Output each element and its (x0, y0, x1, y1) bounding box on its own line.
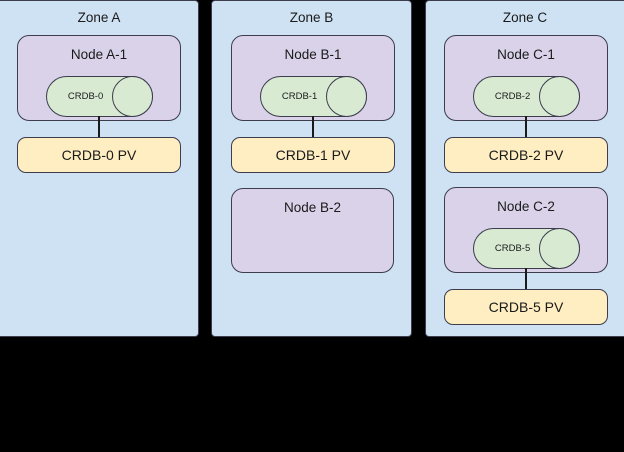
zone-a[interactable]: Zone A Node A-1 CRDB-0 CRDB-0 PV (0, 0, 199, 337)
pod-crdb-2[interactable]: CRDB-2 (473, 76, 580, 117)
pv-crdb-0-label: CRDB-0 PV (61, 146, 137, 163)
connector-node-c-1-to-crdb-2-pv (525, 116, 527, 138)
pv-crdb-1[interactable]: CRDB-1 PV (231, 137, 395, 173)
pv-crdb-5-label: CRDB-5 PV (488, 298, 564, 315)
zone-b-title: Zone B (289, 10, 334, 25)
pod-crdb-5[interactable]: CRDB-5 (473, 228, 580, 269)
pod-crdb-0[interactable]: CRDB-0 (46, 76, 153, 117)
pv-crdb-2[interactable]: CRDB-2 PV (444, 137, 608, 173)
node-b-2-title: Node B-2 (283, 200, 342, 215)
zone-a-title: Zone A (77, 10, 121, 25)
connector-node-a-1-to-crdb-0-pv (98, 116, 100, 138)
pv-crdb-0[interactable]: CRDB-0 PV (17, 137, 181, 173)
node-b-1[interactable]: Node B-1 CRDB-1 (231, 35, 395, 121)
pod-crdb-1[interactable]: CRDB-1 (260, 76, 367, 117)
zone-c-title: Zone C (502, 10, 548, 25)
node-b-2[interactable]: Node B-2 (231, 188, 394, 273)
pv-crdb-5[interactable]: CRDB-5 PV (444, 289, 608, 325)
zone-b[interactable]: Zone B Node B-1 CRDB-1 CRDB-1 PV Node B-… (211, 0, 412, 337)
connector-node-b-1-to-crdb-1-pv (312, 116, 314, 138)
connector-node-c-2-to-crdb-5-pv (525, 268, 527, 290)
pv-crdb-2-label: CRDB-2 PV (488, 146, 564, 163)
node-c-2[interactable]: Node C-2 CRDB-5 (444, 187, 608, 273)
node-a-1-title: Node A-1 (70, 47, 128, 62)
node-c-1[interactable]: Node C-1 CRDB-2 (444, 35, 608, 121)
node-a-1[interactable]: Node A-1 CRDB-0 (17, 35, 181, 121)
node-c-1-title: Node C-1 (497, 47, 555, 62)
node-b-1-title: Node B-1 (284, 47, 342, 62)
node-c-2-title: Node C-2 (497, 199, 555, 214)
pv-crdb-1-label: CRDB-1 PV (275, 146, 351, 163)
zone-c[interactable]: Zone C Node C-1 CRDB-2 CRDB-2 PV Node C-… (425, 0, 624, 337)
